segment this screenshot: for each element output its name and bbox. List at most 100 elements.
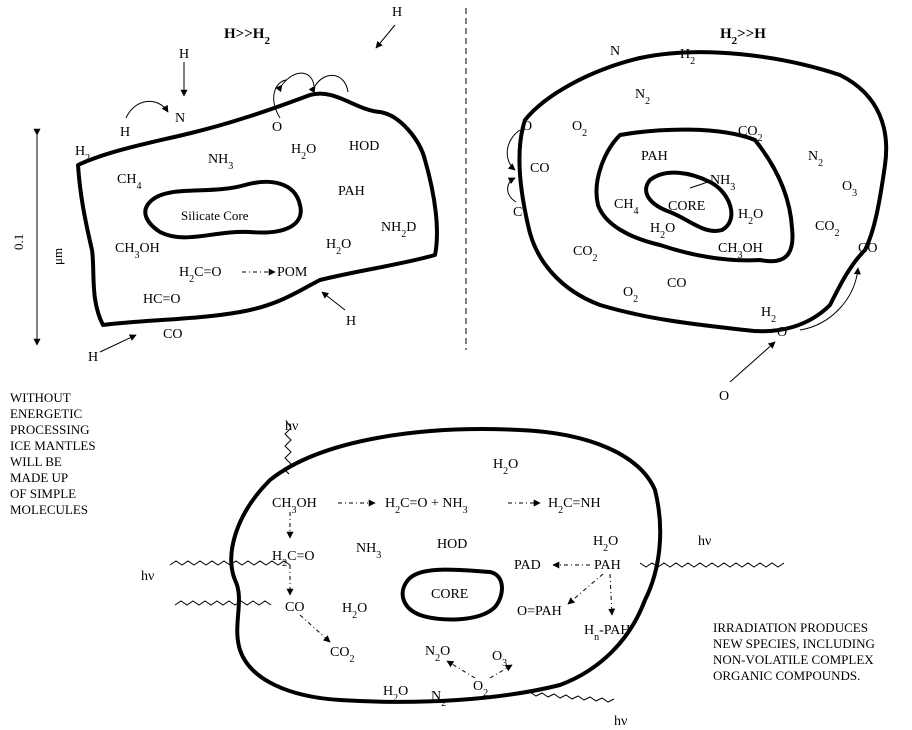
- label-n2: N2: [635, 87, 650, 107]
- label-n2: N2: [431, 689, 446, 709]
- label-pom: POM: [277, 265, 308, 280]
- label-ch3oh: CH3OH: [272, 496, 317, 516]
- label-n: N: [610, 44, 620, 59]
- label-hod: HOD: [437, 537, 467, 552]
- label-h-bottom-right: H: [346, 314, 356, 329]
- note-right: IRRADIATION PRODUCES NEW SPECIES, INCLUD…: [713, 620, 878, 683]
- label-o-bottom: O: [777, 325, 787, 340]
- arrow-o-3: [273, 79, 287, 119]
- arrow-o-co: [506, 129, 521, 171]
- note-left: WITHOUT ENERGETIC PROCESSING ICE MANTLES…: [10, 390, 99, 517]
- arrow-o2-o3: [489, 664, 513, 679]
- label-o3: O3: [492, 649, 507, 669]
- arrow-c-co: [507, 177, 517, 203]
- label-h-top: H: [179, 47, 189, 62]
- label-o-outside: O: [719, 389, 729, 404]
- scale-unit: μm: [50, 248, 65, 265]
- label-h2o-right: H2O: [738, 207, 763, 227]
- silicate-core-outline: [143, 179, 303, 240]
- arrow-h-right: [375, 24, 396, 49]
- label-hco: HC=O: [143, 292, 180, 307]
- arrow-pah-hnpah: [608, 573, 616, 616]
- label-h2o-top: H2O: [493, 457, 518, 477]
- label-hv-left: hν: [141, 569, 154, 584]
- label-h-right: H: [392, 5, 402, 20]
- label-ch3oh: CH3OH: [718, 241, 763, 261]
- label-h2o-middle: H2O: [342, 601, 367, 621]
- label-h2o-inner: H2O: [650, 221, 675, 241]
- label-nh2d: NH2D: [381, 220, 416, 240]
- label-h2co: H2C=O: [272, 549, 314, 569]
- arrow-co-co2: [299, 614, 331, 643]
- arrow-o-1: [275, 72, 315, 93]
- arrow-o-2: [308, 75, 349, 94]
- label-o2: O2: [473, 679, 488, 699]
- label-core: CORE: [668, 199, 705, 214]
- label-h2-bottom: H2: [761, 305, 776, 325]
- label-o2-bottom: O2: [623, 285, 638, 305]
- label-h2: H2: [75, 144, 90, 164]
- label-h2cnh: H2C=NH: [548, 496, 601, 516]
- core-outline-c: [400, 567, 504, 622]
- grain-outline-c: [229, 427, 663, 704]
- panel-c: WITHOUT ENERGETIC PROCESSING ICE MANTLES…: [10, 390, 878, 729]
- arrow-o2-n2o: [446, 660, 476, 679]
- label-pah: PAH: [641, 149, 668, 164]
- label-ch3oh: CH3OH: [115, 241, 160, 261]
- panel-b-title: H2>>H: [720, 26, 766, 47]
- label-co-right: CO: [858, 241, 877, 256]
- photon-top: [284, 421, 292, 475]
- label-h2co-nh3: H2C=O + NH3: [385, 496, 468, 516]
- arrow-pah-opah: [567, 573, 604, 605]
- label-nh3: NH3: [356, 541, 381, 561]
- silicate-core-label: Silicate Core: [181, 208, 249, 223]
- panel-b: H2>>H N H2 N2 O O2 CO2 N2 CO C PAH NH3 C…: [506, 26, 889, 404]
- label-c: C: [513, 205, 522, 220]
- label-ch4: CH4: [614, 197, 638, 217]
- label-nh3: NH3: [710, 173, 735, 193]
- label-co: CO: [285, 600, 304, 615]
- label-core: CORE: [431, 587, 468, 602]
- label-hv-top: hν: [285, 419, 298, 434]
- arrow-o-incoming: [729, 341, 776, 383]
- label-o: O: [272, 120, 282, 135]
- arrow-h-bottom-left: [99, 334, 137, 353]
- label-co-left: CO: [530, 161, 549, 176]
- inner-mantle-b: [594, 127, 795, 264]
- label-pah: PAH: [338, 184, 365, 199]
- grain-outline-a: [76, 91, 439, 327]
- label-co2: CO2: [330, 645, 354, 665]
- line-nh3-core: [689, 181, 709, 189]
- photon-left-1: [169, 560, 291, 566]
- label-h-bottom-left: H: [88, 350, 98, 365]
- arrow-o-co-right: [799, 267, 861, 331]
- panel-a: H>>H2 0.1 μm Silicate Core H N H H2 O H …: [11, 5, 439, 365]
- label-co: CO: [163, 327, 182, 342]
- label-co2-right: CO2: [815, 219, 839, 239]
- label-pad: PAD: [514, 558, 541, 573]
- scale-value: 0.1: [11, 234, 26, 250]
- label-n2b: N2: [808, 149, 823, 169]
- arrow-h-n: [125, 101, 169, 119]
- label-h2o-1: H2O: [291, 142, 316, 162]
- label-h2o-2: H2O: [326, 237, 351, 257]
- label-pah: PAH: [594, 558, 621, 573]
- label-h2: H2: [680, 47, 695, 67]
- grain-outline-b: [517, 50, 889, 334]
- label-opah: O=PAH: [517, 604, 562, 619]
- photon-left-2: [174, 600, 272, 606]
- label-h2o-bottom: H2O: [383, 684, 408, 704]
- label-h2o-right: H2O: [593, 534, 618, 554]
- label-co-bottom: CO: [667, 276, 686, 291]
- label-ch4: CH4: [117, 172, 141, 192]
- label-h-left: H: [120, 125, 130, 140]
- photon-right: [639, 562, 785, 568]
- arrow-h-bottom-right: [321, 291, 346, 311]
- label-o2: O2: [572, 119, 587, 139]
- label-o-left: O: [522, 119, 532, 134]
- label-nh3: NH3: [208, 152, 233, 172]
- label-h2co: H2C=O: [179, 265, 221, 285]
- label-n: N: [175, 111, 185, 126]
